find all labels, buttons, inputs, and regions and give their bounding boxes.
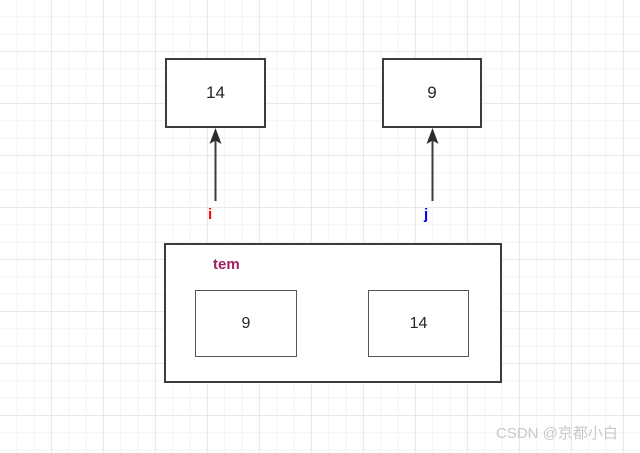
arrow-i-icon <box>209 128 222 201</box>
array-cell-i-value: 14 <box>206 83 225 102</box>
watermark: CSDN @京都小白 <box>496 425 618 442</box>
tem-cell-0-value: 9 <box>241 314 251 332</box>
array-cell-j: 9 <box>382 58 482 128</box>
arrow-j-icon <box>426 128 439 201</box>
pointer-label-j: j <box>424 206 429 223</box>
pointer-label-i: i <box>208 206 213 223</box>
tem-label: tem <box>213 256 240 273</box>
array-cell-i: 14 <box>165 58 266 128</box>
tem-container: tem 9 14 <box>164 243 502 383</box>
tem-cell-1-value: 14 <box>409 314 428 332</box>
tem-cell-0: 9 <box>195 290 297 357</box>
tem-cell-1: 14 <box>368 290 469 357</box>
array-cell-j-value: 9 <box>427 83 437 102</box>
